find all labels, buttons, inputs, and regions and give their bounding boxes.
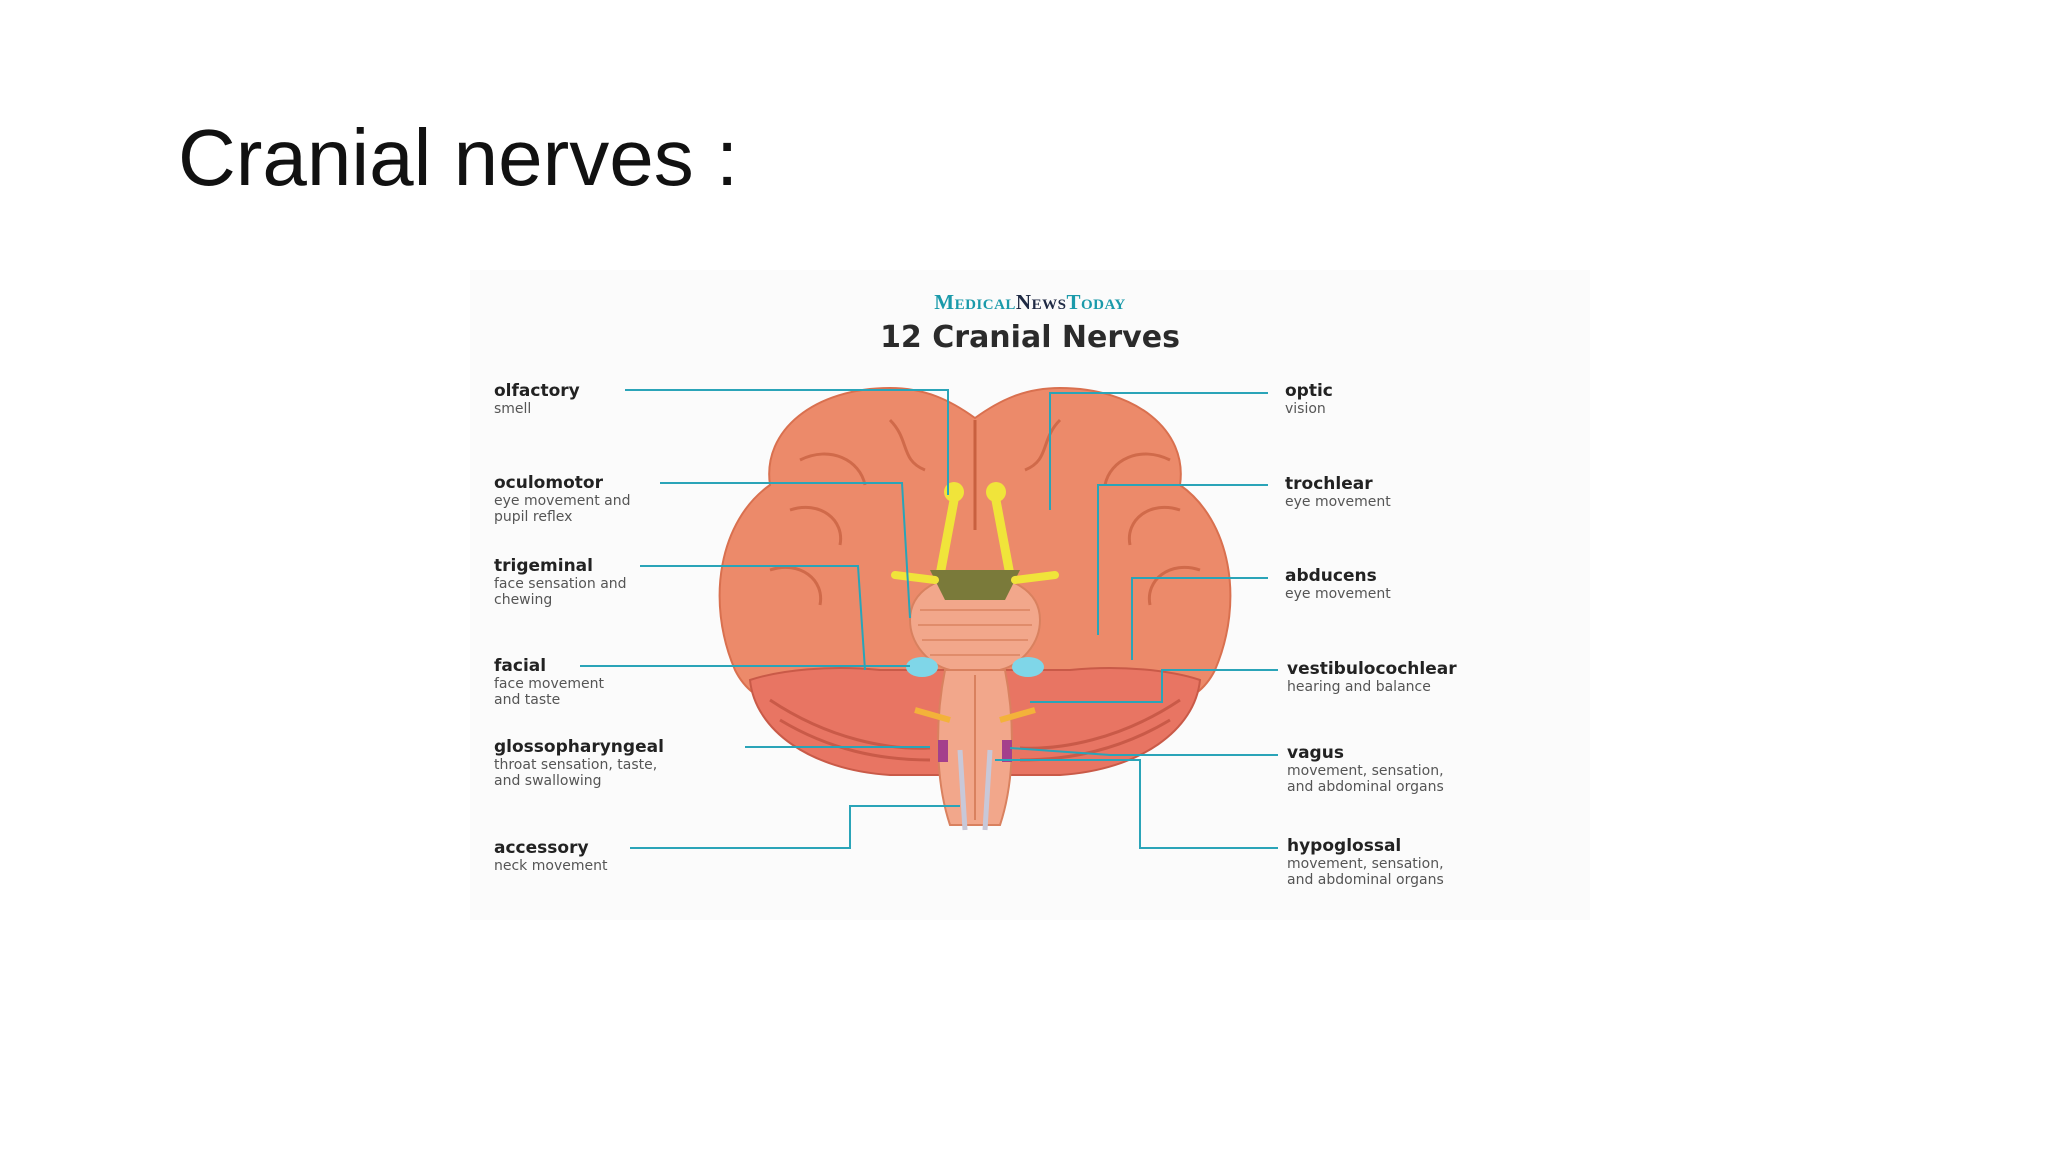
cranial-nerves-figure: MedicalNewsToday 12 Cranial Nerves olfac… [470, 270, 1590, 920]
nerve-desc: eye movement and [494, 493, 631, 509]
brand-part-medical: Medical [934, 290, 1016, 314]
label-optic: optic vision [1285, 381, 1333, 418]
brand-part-today: Today [1066, 290, 1126, 314]
slide-title: Cranial nerves : [178, 113, 739, 202]
nerve-name: olfactory [494, 381, 580, 401]
nerve-desc: chewing [494, 592, 553, 608]
nerve-desc: pupil reflex [494, 509, 573, 525]
nerve-desc: throat sensation, taste, [494, 757, 658, 773]
label-abducens: abducens eye movement [1285, 566, 1391, 603]
optic-chiasm [930, 570, 1020, 600]
nerve-desc: and taste [494, 692, 561, 708]
label-hypoglossal: hypoglossal movement, sensation, and abd… [1287, 836, 1444, 889]
nerve-desc: and abdominal organs [1287, 779, 1444, 795]
figure-title: 12 Cranial Nerves [880, 320, 1180, 355]
label-glossopharyngeal: glossopharyngeal throat sensation, taste… [494, 737, 664, 790]
nerve-name: accessory [494, 838, 589, 858]
nerve-desc: eye movement [1285, 494, 1391, 510]
nerve-name: vagus [1287, 743, 1344, 763]
nerve-name: hypoglossal [1287, 836, 1402, 856]
label-trigeminal: trigeminal face sensation and chewing [494, 556, 627, 609]
label-vestibulocochlear: vestibulocochlear hearing and balance [1287, 659, 1457, 696]
nerve-desc: and swallowing [494, 773, 602, 789]
nerve-name: abducens [1285, 566, 1377, 586]
nerve-desc: movement, sensation, [1287, 856, 1444, 872]
nerve-desc: and abdominal organs [1287, 872, 1444, 888]
olfactory-tract [935, 490, 1015, 580]
nerve-desc: neck movement [494, 858, 608, 874]
label-facial: facial face movement and taste [494, 656, 604, 709]
label-vagus: vagus movement, sensation, and abdominal… [1287, 743, 1444, 796]
nerve-desc: movement, sensation, [1287, 763, 1444, 779]
label-accessory: accessory neck movement [494, 838, 608, 875]
nerve-name: optic [1285, 381, 1333, 401]
cerebrum [718, 386, 1232, 706]
nerve-desc: eye movement [1285, 586, 1391, 602]
nerve-desc: vision [1285, 401, 1326, 417]
nerve-name: trochlear [1285, 474, 1373, 494]
nerve-name: trigeminal [494, 556, 593, 576]
brand-logo: MedicalNewsToday [470, 290, 1590, 315]
nerve-name: oculomotor [494, 473, 603, 493]
label-trochlear: trochlear eye movement [1285, 474, 1391, 511]
nerve-desc: smell [494, 401, 532, 417]
nerve-desc: face movement [494, 676, 604, 692]
brain-illustration [580, 386, 1278, 849]
leader-lines [580, 389, 1278, 849]
nerve-name: facial [494, 656, 547, 676]
label-oculomotor: oculomotor eye movement and pupil reflex [494, 473, 631, 526]
nerve-name: vestibulocochlear [1287, 659, 1457, 679]
label-olfactory: olfactory smell [494, 381, 580, 418]
nerve-desc: face sensation and [494, 576, 627, 592]
nerve-name: glossopharyngeal [494, 737, 664, 757]
brand-part-news: News [1015, 290, 1067, 314]
nerve-desc: hearing and balance [1287, 679, 1431, 695]
